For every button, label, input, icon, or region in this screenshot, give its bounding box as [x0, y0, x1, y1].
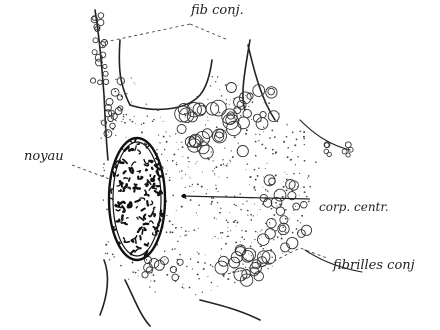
centrosome [181, 194, 310, 199]
label-corp-centr: corp. centr. [319, 200, 389, 214]
label-fibrilles-conj: fibrilles conj [333, 258, 415, 273]
nucleus [109, 137, 166, 260]
label-noyau: noyau [24, 149, 64, 164]
label-fib-conj: fib conj. [191, 3, 244, 18]
